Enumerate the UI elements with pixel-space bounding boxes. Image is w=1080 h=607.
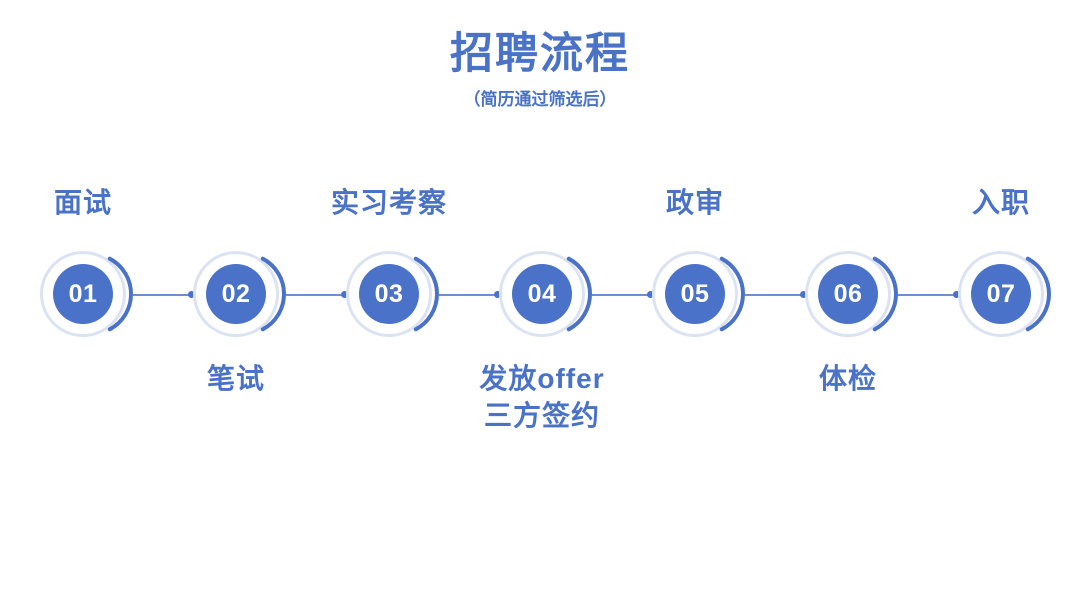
node-accent-arc-icon [719,256,745,332]
flow-step-label: 入职 [871,185,1080,222]
connector-dot-icon [953,291,960,298]
node-number: 04 [527,279,557,308]
flow-connector [439,291,501,298]
connector-dot-icon [800,291,807,298]
connector-line [439,294,498,296]
node-disc: 01 [53,264,113,324]
node-outer-ring [652,251,738,337]
flow-step-label: 体检 [718,361,978,398]
node-outer-ring [346,251,432,337]
node-accent-arc-icon [1025,256,1051,332]
node-disc: 04 [512,264,572,324]
node-number: 06 [833,279,863,308]
node-accent-arc-icon [107,256,133,332]
flow-step-label-line1: 面试 [53,187,112,218]
connector-line [592,294,651,296]
node-disc: 07 [971,264,1031,324]
connector-dot-icon [647,291,654,298]
flow-step-node[interactable]: 04 [496,248,592,340]
node-outer-ring [958,251,1044,337]
node-disc: 02 [206,264,266,324]
connector-dot-icon [494,291,501,298]
node-accent-arc-icon [260,256,286,332]
flow-step-node[interactable]: 03 [343,248,439,340]
node-accent-arc-icon [872,256,898,332]
page-title: 招聘流程 [450,30,630,78]
flow-step-label-line2: 三方签约 [483,399,600,431]
flow-step-node[interactable]: 06 [802,248,898,340]
flow-step-label: 发放offer 三方签约 [412,361,672,435]
flow-step-label-line1: 笔试 [206,363,265,394]
flow-step-label-line1: 政审 [665,187,724,218]
flow-step-label-line1: 入职 [971,187,1030,218]
flow-step-label: 面试 [0,185,213,222]
flow-connector [592,291,654,298]
node-number: 05 [680,279,710,308]
node-outer-ring [805,251,891,337]
flow-step-label: 实习考察 [259,185,519,222]
flow-step-node[interactable]: 07 [955,248,1051,340]
connector-line [133,294,192,296]
flow-step-label-line1: 体检 [818,363,877,394]
node-accent-arc-icon [413,256,439,332]
connector-dot-icon [341,291,348,298]
node-disc: 06 [818,264,878,324]
node-outer-ring [499,251,585,337]
flow-connector [133,291,195,298]
page-subtitle: （简历通过筛选后） [463,90,617,110]
flow-connector [745,291,807,298]
node-outer-ring [193,251,279,337]
connector-line [745,294,804,296]
node-number: 03 [374,279,404,308]
node-number: 07 [986,279,1016,308]
flow-step-label-line1: 发放offer [479,363,605,394]
flow-step-node[interactable]: 05 [649,248,745,340]
header: 招聘流程 （简历通过筛选后） [0,30,1080,110]
node-outer-ring [40,251,126,337]
flow-step-label: 政审 [565,185,825,222]
flow-step-label: 笔试 [106,361,366,398]
connector-line [898,294,957,296]
connector-line [286,294,345,296]
connector-dot-icon [188,291,195,298]
node-disc: 05 [665,264,725,324]
flow-step-label-line1: 实习考察 [330,187,447,218]
flow-connector [286,291,348,298]
node-accent-arc-icon [566,256,592,332]
flow-step-node[interactable]: 01 [37,248,133,340]
node-number: 02 [221,279,251,308]
flow-step-node[interactable]: 02 [190,248,286,340]
node-disc: 03 [359,264,419,324]
flow-connector [898,291,960,298]
node-number: 01 [68,279,98,308]
